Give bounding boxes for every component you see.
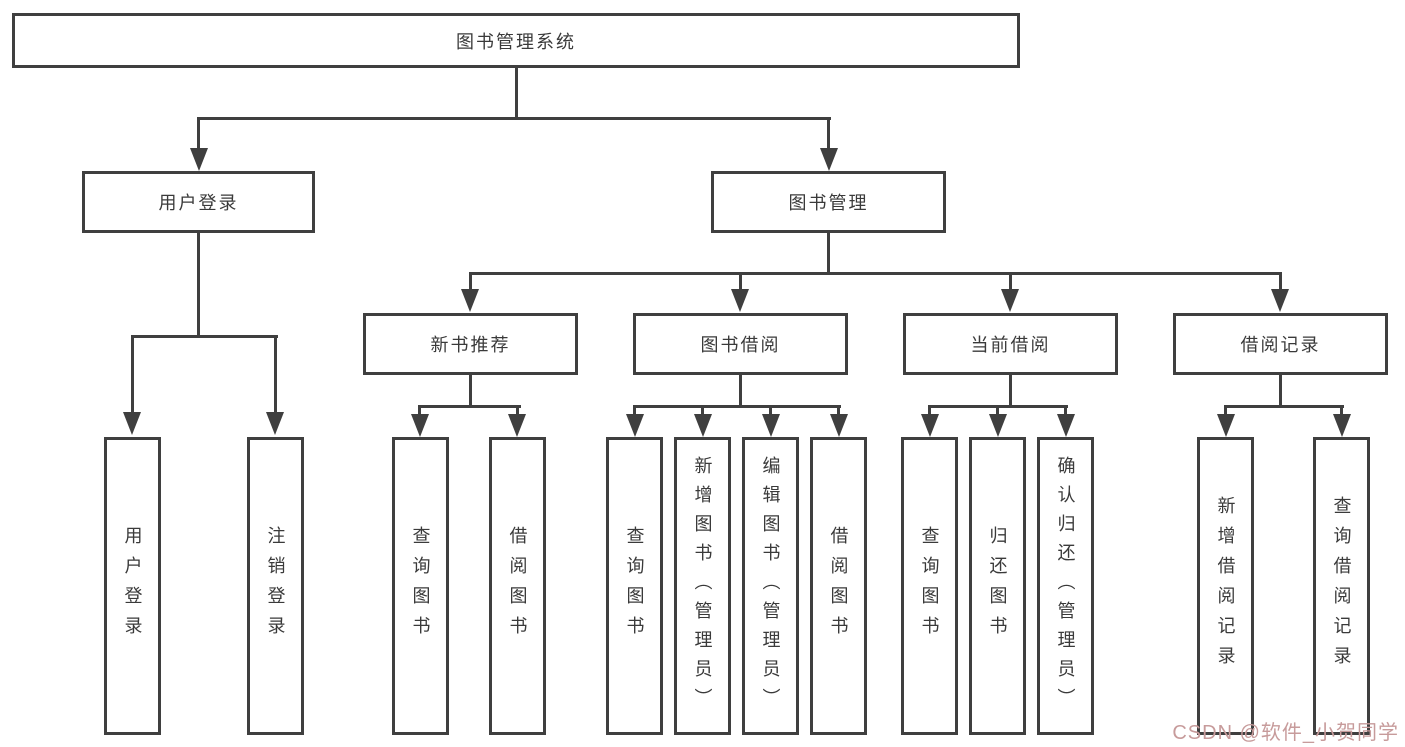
connector-line <box>739 375 742 407</box>
connector-line <box>131 335 134 414</box>
connector-line <box>469 375 472 407</box>
connector-line <box>701 405 704 416</box>
node-current-borrowing-label: 当前借阅 <box>970 335 1051 355</box>
arrowhead-down-icon <box>1057 414 1075 437</box>
arrowhead-down-icon <box>1333 414 1351 437</box>
node-root-label: 图书管理系统 <box>456 31 576 52</box>
arrowhead-down-icon <box>411 414 429 437</box>
node-book-management: 图书管理 <box>711 171 946 233</box>
connector-line <box>1224 405 1227 416</box>
leaf-recommend-borrow-book-label: 借阅图书 <box>507 526 528 646</box>
node-current-borrowing: 当前借阅 <box>903 313 1118 375</box>
connector-line <box>197 233 200 337</box>
leaf-confirm-return-admin: 确认归还（管理员） <box>1037 437 1094 735</box>
node-root-system: 图书管理系统 <box>12 13 1020 68</box>
connector-line <box>469 272 1282 275</box>
arrowhead-down-icon <box>1271 289 1289 312</box>
connector-line <box>837 405 840 416</box>
connector-line <box>928 405 931 416</box>
arrowhead-down-icon <box>1217 414 1235 437</box>
leaf-borrowing-borrow-book: 借阅图书 <box>810 437 867 735</box>
leaf-query-borrow-record-label: 查询借阅记录 <box>1331 496 1352 676</box>
connector-line <box>1279 272 1282 292</box>
node-user-login-label: 用户登录 <box>158 193 239 213</box>
leaf-recommend-query-book: 查询图书 <box>392 437 449 735</box>
watermark: CSDN @软件_小贺同学 <box>1172 722 1399 744</box>
arrowhead-down-icon <box>461 289 479 312</box>
node-book-borrowing: 图书借阅 <box>633 313 848 375</box>
arrowhead-down-icon <box>989 414 1007 437</box>
leaf-return-book-label: 归还图书 <box>987 526 1008 646</box>
leaf-add-borrow-record-label: 新增借阅记录 <box>1215 496 1236 676</box>
leaf-query-borrow-record: 查询借阅记录 <box>1313 437 1370 735</box>
leaf-edit-book-admin-label: 编辑图书（管理员） <box>760 455 781 717</box>
connector-line <box>1009 375 1012 407</box>
leaf-recommend-query-book-label: 查询图书 <box>410 526 431 646</box>
leaf-logout-label: 注销登录 <box>265 526 286 646</box>
arrowhead-down-icon <box>266 412 284 435</box>
connector-line <box>827 233 830 275</box>
arrowhead-down-icon <box>1001 289 1019 312</box>
connector-line <box>996 405 999 416</box>
arrowhead-down-icon <box>731 289 749 312</box>
node-new-book-recommend: 新书推荐 <box>363 313 578 375</box>
leaf-user-login-label: 用户登录 <box>122 526 143 646</box>
connector-line <box>1225 405 1344 408</box>
connector-line <box>1340 405 1343 416</box>
node-user-login: 用户登录 <box>82 171 315 233</box>
node-book-borrowing-label: 图书借阅 <box>700 335 781 355</box>
leaf-borrowing-query-book: 查询图书 <box>606 437 663 735</box>
arrowhead-down-icon <box>626 414 644 437</box>
arrowhead-down-icon <box>123 412 141 435</box>
connector-line <box>827 117 830 151</box>
connector-line <box>1009 272 1012 292</box>
arrowhead-down-icon <box>921 414 939 437</box>
connector-line <box>469 272 472 292</box>
node-borrowing-records-label: 借阅记录 <box>1240 335 1321 355</box>
connector-line <box>633 405 636 416</box>
leaf-current-query-book-label: 查询图书 <box>919 526 940 646</box>
leaf-borrowing-borrow-book-label: 借阅图书 <box>828 526 849 646</box>
connector-line <box>418 405 421 416</box>
connector-line <box>197 117 200 151</box>
arrowhead-down-icon <box>762 414 780 437</box>
connector-line <box>739 272 742 292</box>
leaf-add-book-admin: 新增图书（管理员） <box>674 437 731 735</box>
leaf-add-book-admin-label: 新增图书（管理员） <box>692 455 713 717</box>
leaf-current-query-book: 查询图书 <box>901 437 958 735</box>
arrowhead-down-icon <box>830 414 848 437</box>
arrowhead-down-icon <box>820 148 838 171</box>
node-new-book-recommend-label: 新书推荐 <box>430 335 511 355</box>
connector-line <box>419 405 521 408</box>
leaf-user-login: 用户登录 <box>104 437 161 735</box>
arrowhead-down-icon <box>508 414 526 437</box>
connector-line <box>197 117 831 120</box>
connector-line <box>1279 375 1282 407</box>
leaf-borrowing-query-book-label: 查询图书 <box>624 526 645 646</box>
connector-line <box>1064 405 1067 416</box>
connector-line <box>131 335 278 338</box>
connector-line <box>516 405 519 416</box>
node-borrowing-records: 借阅记录 <box>1173 313 1388 375</box>
leaf-confirm-return-admin-label: 确认归还（管理员） <box>1055 455 1076 717</box>
leaf-add-borrow-record: 新增借阅记录 <box>1197 437 1254 735</box>
leaf-recommend-borrow-book: 借阅图书 <box>489 437 546 735</box>
connector-line <box>769 405 772 416</box>
connector-line <box>515 68 518 119</box>
connector-line <box>634 405 841 408</box>
arrowhead-down-icon <box>694 414 712 437</box>
leaf-return-book: 归还图书 <box>969 437 1026 735</box>
connector-line <box>274 335 277 414</box>
node-book-management-label: 图书管理 <box>788 193 869 213</box>
arrowhead-down-icon <box>190 148 208 171</box>
leaf-logout: 注销登录 <box>247 437 304 735</box>
leaf-edit-book-admin: 编辑图书（管理员） <box>742 437 799 735</box>
